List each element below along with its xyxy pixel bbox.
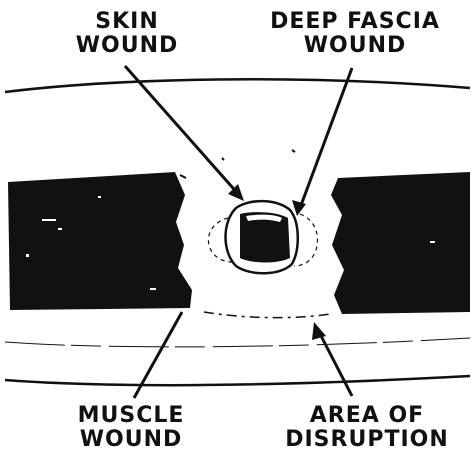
area-of-disruption-label-line2: DISRUPTION (272, 428, 462, 452)
disruption-pointer (318, 330, 352, 396)
upper-skin-line (5, 79, 470, 92)
deep-fascia-wound-label-line2: WOUND (250, 34, 460, 58)
lower-skin-line (5, 376, 470, 385)
skin-wound-label: SKIN WOUND (68, 10, 186, 58)
muscle-wound-label-line1: MUSCLE (62, 404, 200, 428)
left-muscle-block (8, 172, 192, 310)
lower-edge-line (5, 338, 470, 347)
disruption-bottom-dashes (204, 312, 330, 318)
muscle-wound-label: MUSCLE WOUND (62, 404, 200, 452)
deep-fascia-wound-label: DEEP FASCIA WOUND (250, 10, 460, 58)
area-of-disruption-label-line1: AREA OF (272, 404, 462, 428)
muscle-wound-label-line2: WOUND (62, 428, 200, 452)
right-muscle-block (331, 172, 470, 314)
skin-wound-label-line2: WOUND (68, 34, 186, 58)
deep-fascia-wound-label-line1: DEEP FASCIA (250, 10, 460, 34)
area-of-disruption-label: AREA OF DISRUPTION (272, 404, 462, 452)
skin-wound-label-line1: SKIN (68, 10, 186, 34)
